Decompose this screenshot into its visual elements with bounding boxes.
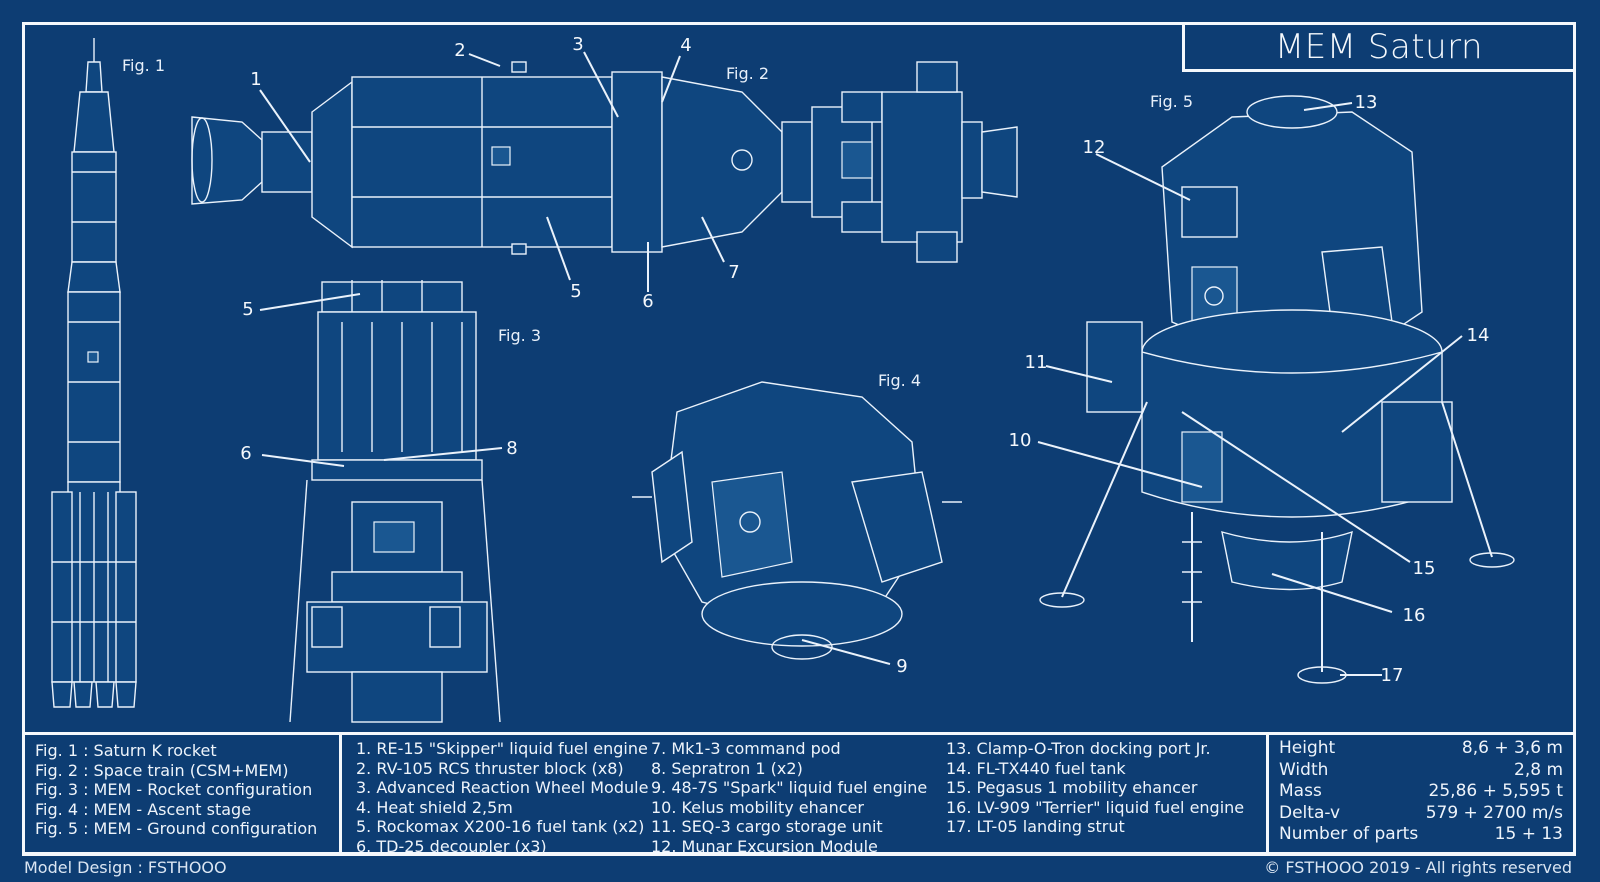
callout-2: 2 <box>454 40 466 61</box>
fig-4-label: Fig. 4 <box>878 371 921 390</box>
part-item: 9. 48-7S "Spark" liquid fuel engine <box>651 778 928 797</box>
callout-15: 15 <box>1412 558 1436 579</box>
part-item: 8. Sepratron 1 (x2) <box>651 758 803 778</box>
part-item: 5. Rockomax X200-16 fuel tank (x2) <box>356 817 645 836</box>
spec-row-width: Width 2,8 m <box>1279 759 1563 783</box>
callout-9: 9 <box>896 656 908 677</box>
callout-10: 10 <box>1008 430 1032 451</box>
part-item: 3. Advanced Reaction Wheel Module <box>356 778 649 797</box>
spec-label: Width <box>1279 759 1329 780</box>
spec-label: Height <box>1279 738 1336 758</box>
fig-2-label: Fig. 2 <box>726 64 769 83</box>
spec-row-delta-v: Delta-v 579 + 2700 m/s <box>1279 802 1563 826</box>
callout-16: 16 <box>1402 605 1426 626</box>
part-item: 13. Clamp-O-Tron docking port Jr. <box>946 739 1211 758</box>
callout-5-fig3: 5 <box>242 299 254 320</box>
figure-legend-item: Fig. 3 : MEM - Rocket configuration <box>35 780 313 799</box>
callout-5-fig2: 5 <box>570 281 582 302</box>
figure-legend-item: Fig. 2 : Space train (CSM+MEM) <box>35 760 289 780</box>
callout-17: 17 <box>1380 665 1404 686</box>
part-item: 6. TD-25 decoupler (x3) <box>356 836 547 856</box>
spec-value: 2,8 m <box>1514 759 1563 780</box>
spec-row-parts: Number of parts 15 + 13 <box>1279 824 1563 847</box>
copyright-notice: © FSTHOOO 2019 - All rights reserved <box>1264 858 1572 877</box>
parts-column-2: 7. Mk1-3 command pod 8. Sepratron 1 (x2)… <box>651 739 946 856</box>
part-item: 16. LV-909 "Terrier" liquid fuel engine <box>946 797 1245 817</box>
fig-1-label: Fig. 1 <box>122 56 165 75</box>
mem-rocket-config-drawing <box>289 280 501 723</box>
spec-value: 15 + 13 <box>1494 824 1563 844</box>
callout-14: 14 <box>1466 325 1490 346</box>
spec-value: 579 + 2700 m/s <box>1425 802 1563 823</box>
spec-label: Mass <box>1279 781 1322 801</box>
fig-3-label: Fig. 3 <box>498 326 541 345</box>
part-item: 10. Kelus mobility ehancer <box>651 797 864 817</box>
fig-5-label: Fig. 5 <box>1150 92 1193 111</box>
saturn-k-rocket-drawing <box>51 38 137 708</box>
spec-row-height: Height 8,6 + 3,6 m <box>1279 738 1563 761</box>
part-item: 2. RV-105 RCS thruster block (x8) <box>356 758 624 778</box>
callout-3: 3 <box>572 34 584 55</box>
callout-7: 7 <box>728 262 740 283</box>
blueprint-drawing <box>51 38 1515 723</box>
spec-label: Number of parts <box>1279 824 1419 844</box>
callout-1: 1 <box>250 69 262 90</box>
callout-13: 13 <box>1354 92 1378 113</box>
figure-legend-item: Fig. 1 : Saturn K rocket <box>35 741 217 760</box>
figure-legend-item: Fig. 4 : MEM - Ascent stage <box>35 799 252 819</box>
figures-legend-panel: Fig. 1 : Saturn K rocket Fig. 2 : Space … <box>22 732 342 856</box>
page-title: MEM Saturn <box>1182 22 1576 72</box>
part-item: 1. RE-15 "Skipper" liquid fuel engine <box>356 739 648 758</box>
parts-list-panel: 1. RE-15 "Skipper" liquid fuel engine 2.… <box>339 732 1269 856</box>
leader-lines <box>259 51 1463 676</box>
callout-8: 8 <box>506 438 518 459</box>
part-item: 7. Mk1-3 command pod <box>651 739 841 758</box>
parts-column-3: 13. Clamp-O-Tron docking port Jr. 14. FL… <box>946 739 1256 856</box>
parts-column-1: 1. RE-15 "Skipper" liquid fuel engine 2.… <box>356 739 651 856</box>
spec-row-mass: Mass 25,86 + 5,595 t <box>1279 781 1563 804</box>
callout-4: 4 <box>680 35 692 56</box>
mem-ascent-stage-drawing <box>632 381 962 660</box>
space-train-drawing <box>191 61 1018 263</box>
part-item: 17. LT-05 landing strut <box>946 817 1125 836</box>
specs-panel: Height 8,6 + 3,6 m Width 2,8 m Mass 25,8… <box>1266 732 1576 856</box>
callout-11: 11 <box>1024 352 1048 373</box>
part-item: 11. SEQ-3 cargo storage unit <box>651 817 883 836</box>
part-item: 15. Pegasus 1 mobility ehancer <box>946 778 1198 797</box>
spec-label: Delta-v <box>1279 802 1341 823</box>
model-design-credit: Model Design : FSTHOOO <box>24 858 227 877</box>
figure-legend-item: Fig. 5 : MEM - Ground configuration <box>35 819 318 838</box>
spec-value: 25,86 + 5,595 t <box>1428 781 1563 801</box>
spec-value: 8,6 + 3,6 m <box>1461 738 1563 758</box>
callout-6-fig3: 6 <box>240 443 252 464</box>
mem-ground-config-drawing <box>1039 95 1515 684</box>
part-item: 4. Heat shield 2,5m <box>356 797 513 817</box>
callout-6-fig2: 6 <box>642 291 654 312</box>
callout-12: 12 <box>1082 137 1106 158</box>
part-item: 12. Munar Excursion Module <box>651 836 878 856</box>
part-item: 14. FL-TX440 fuel tank <box>946 758 1126 778</box>
